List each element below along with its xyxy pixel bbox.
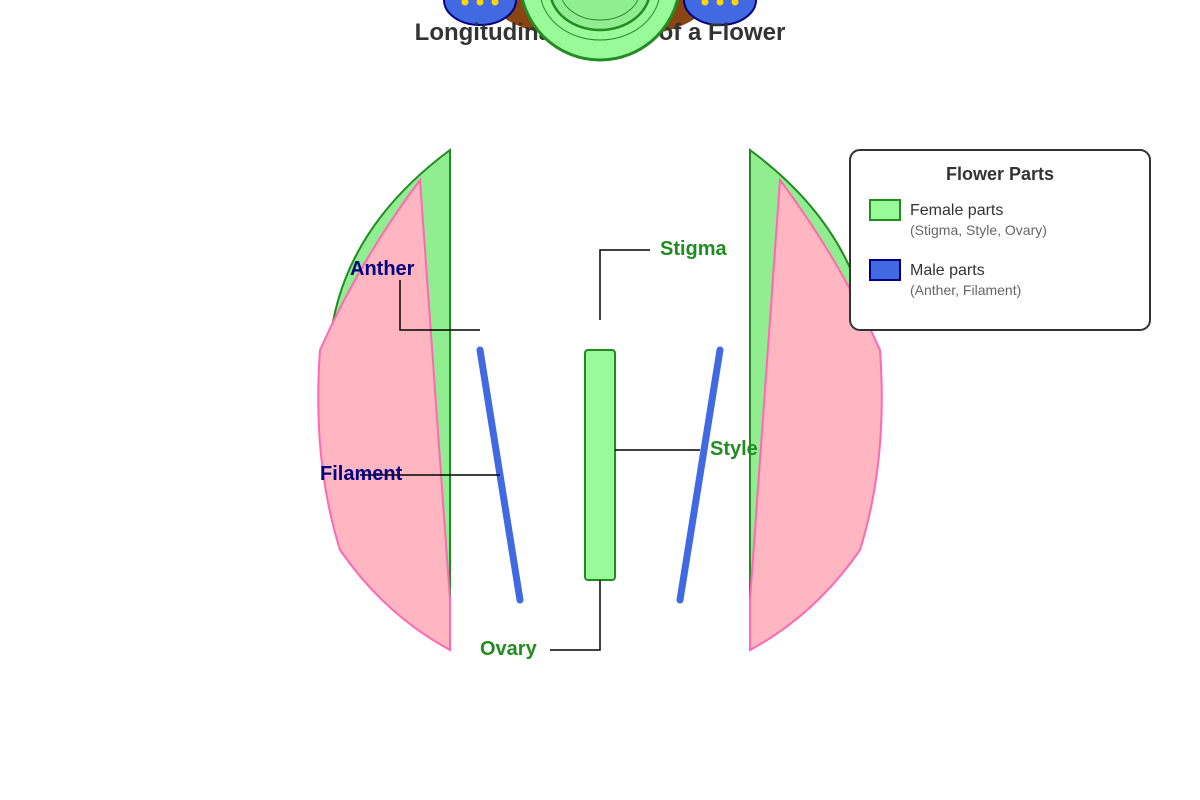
petal-left [317, 177, 451, 652]
filament-label: Filament [320, 463, 403, 485]
pollen-grain [716, 0, 724, 6]
legend-sublabel-male: (Anther, Filament) [910, 282, 1021, 298]
filament-right [676, 346, 724, 604]
legend-title: Flower Parts [946, 164, 1054, 184]
legend-swatch-male [869, 259, 901, 281]
anther-label: Anther [350, 258, 415, 280]
pollen-grain [476, 0, 484, 6]
legend-sublabel-female: (Stigma, Style, Ovary) [910, 222, 1047, 238]
anther-top-right [683, 0, 757, 26]
style-label: Style [710, 438, 758, 460]
anther-leader-line [399, 280, 480, 331]
petal-right [749, 177, 883, 652]
pollen-grain [731, 0, 739, 6]
ovary-inner-ring [540, 0, 660, 41]
ovary-label: Ovary [480, 638, 538, 660]
stigma-label: Stigma [660, 238, 728, 260]
pollen-grain [701, 0, 709, 6]
pollen-grain [461, 0, 469, 6]
style [584, 349, 616, 581]
stigma-leader-line [599, 249, 650, 320]
legend-label-male: Male parts [910, 262, 985, 279]
pollen-grain [491, 0, 499, 6]
anther-top-left [443, 0, 517, 26]
ovary-leader-line [550, 580, 601, 651]
legend-label-female: Female parts [910, 202, 1003, 219]
ovary-core [561, 0, 639, 21]
legend-swatch-female [869, 199, 901, 221]
ovary-ovule [550, 0, 650, 32]
legend-box [849, 149, 1151, 331]
legend: Flower Parts Female parts (Stigma, Style… [849, 149, 1151, 331]
